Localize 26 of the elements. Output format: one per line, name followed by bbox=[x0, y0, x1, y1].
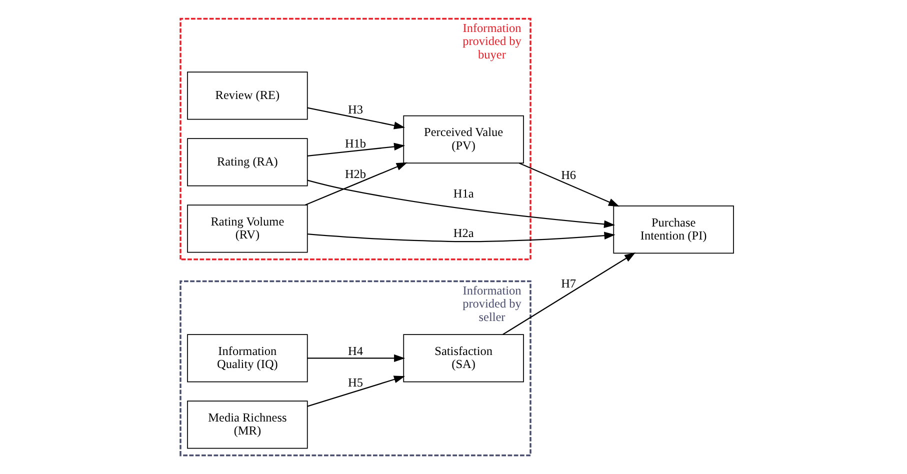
node-box: Purchase Intention (PI) bbox=[613, 206, 734, 254]
arrow bbox=[307, 107, 406, 130]
node-box: Perceived Value (PV) bbox=[403, 115, 524, 164]
edge-label: H6 bbox=[561, 168, 576, 182]
edge-label: H7 bbox=[561, 276, 576, 290]
arrow bbox=[502, 252, 636, 335]
node-box: Media Richness (MR) bbox=[187, 400, 308, 449]
arrow bbox=[304, 162, 408, 206]
arrow bbox=[307, 142, 406, 156]
edge-label: H4 bbox=[348, 344, 363, 358]
arrow bbox=[307, 376, 406, 407]
edge-label: H1b bbox=[344, 136, 366, 150]
edge-label: H2b bbox=[344, 167, 366, 182]
arrow bbox=[308, 232, 616, 242]
arrow bbox=[518, 162, 620, 207]
node-box: Information Quality (IQ) bbox=[187, 334, 308, 382]
node-box: Rating (RA) bbox=[187, 138, 308, 186]
node-box: Satisfaction (SA) bbox=[403, 334, 524, 382]
node-box: Review (RE) bbox=[187, 72, 308, 120]
node-box: Rating Volume (RV) bbox=[187, 204, 308, 253]
edge-label: H3 bbox=[348, 102, 363, 116]
edge-label: H5 bbox=[348, 375, 363, 390]
arrow bbox=[307, 180, 616, 228]
arrow bbox=[307, 354, 406, 362]
edge-label: H2a bbox=[453, 226, 474, 240]
edge-label: H1a bbox=[453, 186, 474, 200]
